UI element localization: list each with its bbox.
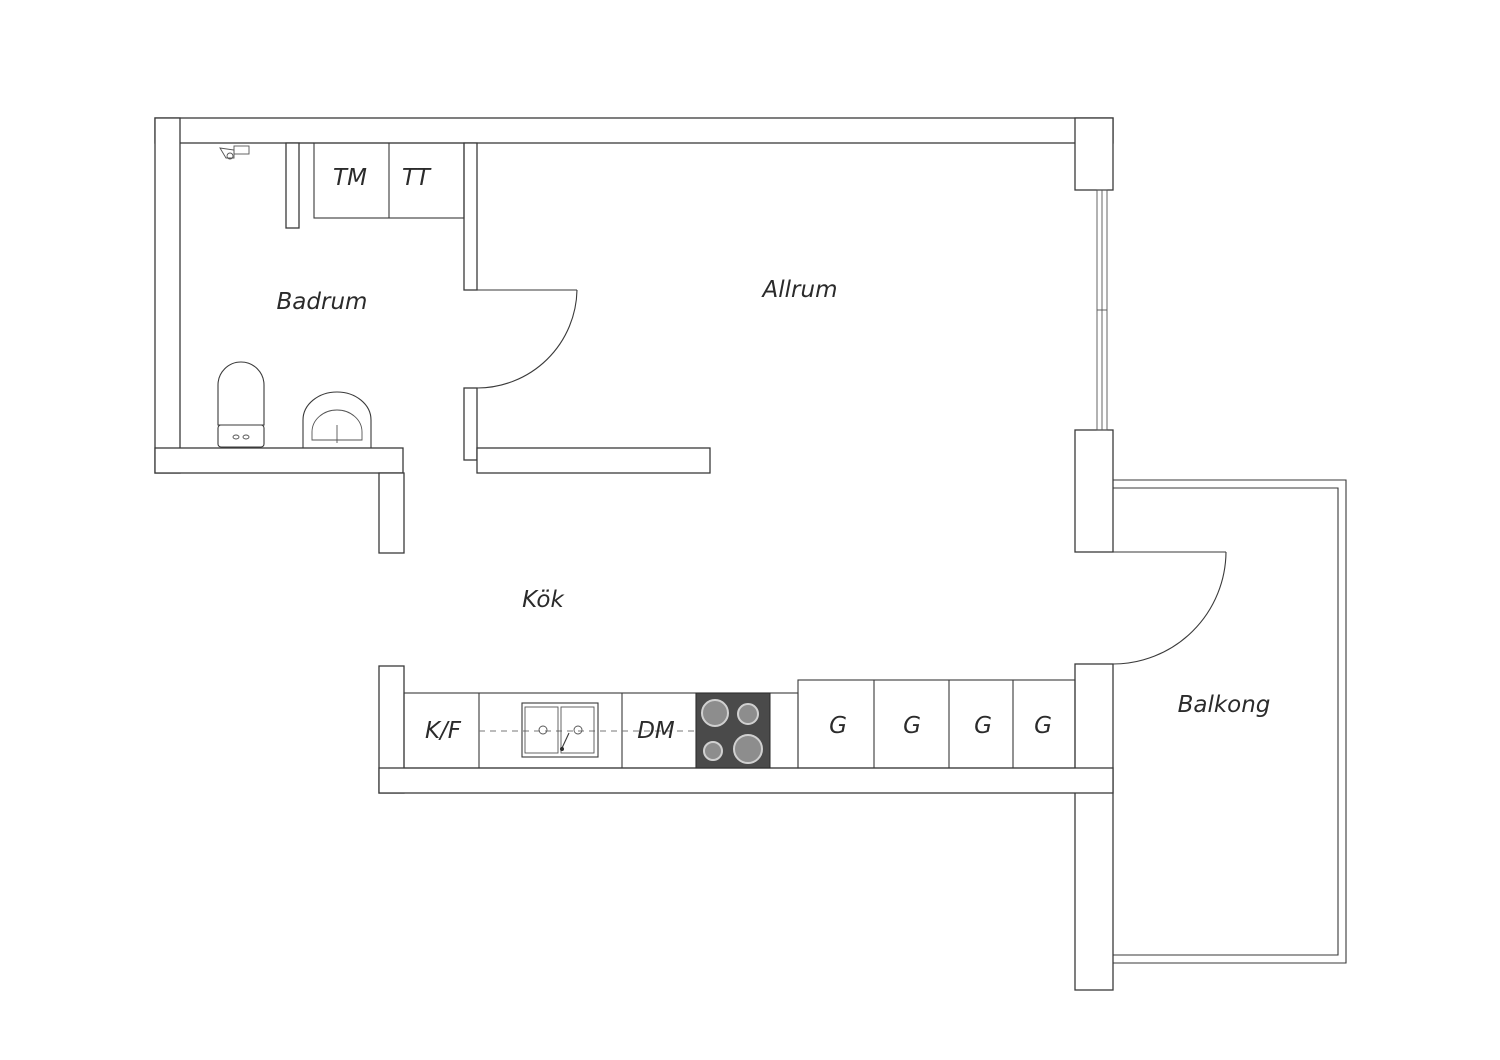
sink-icon <box>521 702 599 758</box>
toilet-icon <box>217 361 265 448</box>
shower-icon <box>219 145 250 160</box>
room-label-badrum: Badrum <box>277 289 368 315</box>
room-label-balkong: Balkong <box>1178 692 1271 718</box>
window <box>1096 189 1108 431</box>
washbasin-icon <box>302 391 372 448</box>
room-label-kok: Kök <box>522 587 565 613</box>
unit-label-kf: K/F <box>425 718 462 744</box>
room-label-allrum: Allrum <box>761 277 838 303</box>
unit-label-g1: G <box>829 713 847 739</box>
wardrobe-label-tm: TM <box>333 165 367 191</box>
bathroom-door <box>476 289 578 389</box>
wardrobe-label-tt: TT <box>402 165 432 191</box>
unit-label-dm: DM <box>637 718 675 744</box>
walls <box>154 117 1114 991</box>
stove-icon <box>695 692 771 769</box>
unit-label-g4: G <box>1034 713 1052 739</box>
unit-label-g2: G <box>903 713 921 739</box>
balcony-door <box>1112 551 1227 665</box>
wall-cabinets <box>797 679 1076 769</box>
wardrobes <box>299 142 465 219</box>
balcony <box>1113 479 1347 964</box>
unit-label-g3: G <box>974 713 992 739</box>
